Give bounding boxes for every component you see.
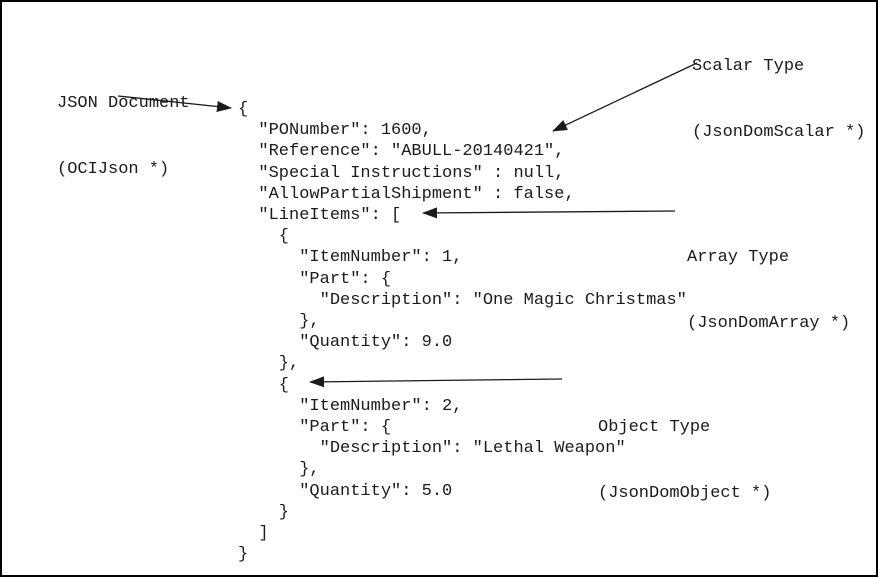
code-line: "PONumber": 1600, (238, 121, 432, 141)
code-line: "AllowPartialShipment" : false, (238, 184, 575, 204)
label-json-document: JSON Document (OCIJson *) (57, 49, 190, 225)
label-object-type-subtitle: (JsonDomObject *) (598, 484, 772, 503)
code-line: "Quantity": 5.0 (238, 481, 453, 501)
label-object-type: Object Type (JsonDomObject *) (598, 373, 771, 549)
code-line: "Description": "Lethal Weapon" (238, 439, 626, 459)
code-line: "Part": { (238, 269, 392, 289)
code-line: "ItemNumber": 2, (238, 396, 463, 416)
label-scalar-type-title: Scalar Type (692, 57, 805, 76)
code-line: "LineItems": [ (238, 206, 402, 226)
code-line: } (238, 502, 290, 522)
label-array-type-subtitle: (JsonDomArray *) (687, 314, 851, 333)
code-line: }, (238, 354, 300, 374)
code-line: "Quantity": 9.0 (238, 333, 453, 353)
code-line: ] (238, 524, 269, 544)
code-line: }, (238, 460, 320, 480)
code-line: } (238, 545, 249, 565)
label-array-type-title: Array Type (687, 248, 790, 267)
label-json-document-subtitle: (OCIJson *) (57, 160, 170, 179)
label-json-document-title: JSON Document (57, 94, 190, 113)
code-line: "Part": { (238, 418, 392, 438)
code-line: "Special Instructions" : null, (238, 163, 565, 183)
code-line: "Description": "One Magic Christmas" (238, 290, 687, 310)
code-line: "Reference": "ABULL-20140421", (238, 142, 565, 162)
label-scalar-type-subtitle: (JsonDomScalar *) (692, 123, 866, 142)
code-line: "ItemNumber": 1, (238, 248, 463, 268)
label-scalar-type: Scalar Type (JsonDomScalar *) (692, 12, 865, 188)
code-line: }, (238, 312, 320, 332)
label-array-type: Array Type (JsonDomArray *) (687, 203, 850, 379)
code-line: { (238, 100, 249, 119)
json-code-block: { "PONumber": 1600, "Reference": "ABULL-… (238, 99, 687, 565)
code-line: { (238, 227, 290, 247)
label-object-type-title: Object Type (598, 418, 711, 437)
code-line: { (238, 375, 290, 395)
